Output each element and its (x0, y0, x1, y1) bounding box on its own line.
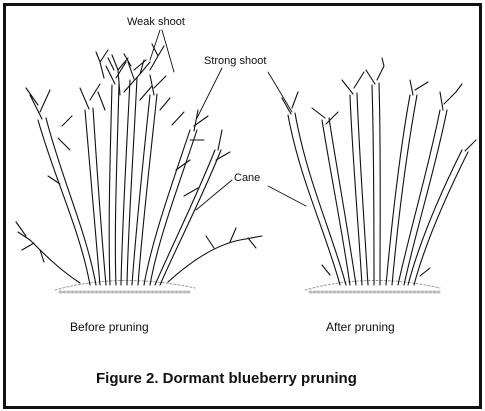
figure-caption: Figure 2. Dormant blueberry pruning (96, 370, 357, 387)
cane-label: Cane (234, 172, 260, 184)
bush-after-pruning (282, 58, 476, 292)
strong-shoot-label: Strong shoot (204, 55, 266, 67)
after-pruning-label: After pruning (326, 320, 395, 334)
before-pruning-label: Before pruning (70, 320, 149, 334)
weak-shoot-label: Weak shoot (127, 16, 185, 28)
bush-before-pruning (16, 44, 262, 292)
